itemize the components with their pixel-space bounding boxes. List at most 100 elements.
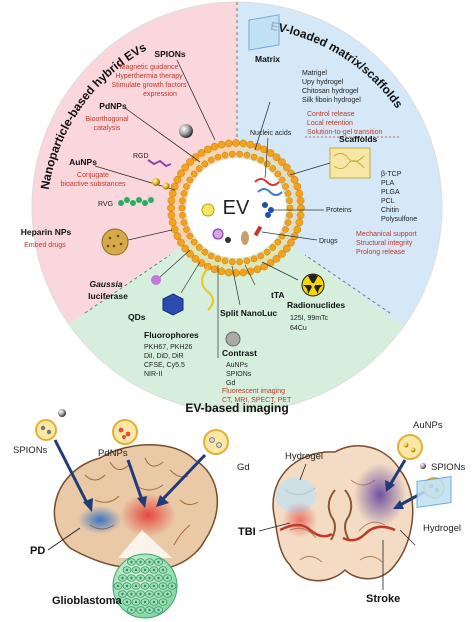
lipid-head xyxy=(217,267,226,276)
scaffold-item: Polysulfone xyxy=(381,216,417,223)
arrow-gd xyxy=(160,453,207,502)
lipid-head xyxy=(181,163,190,172)
lipid-head xyxy=(197,259,206,267)
scaffold-benefit: Structural integrity xyxy=(356,240,413,247)
scaffolds-title: Scaffolds xyxy=(339,134,378,144)
lipid-head xyxy=(224,268,233,277)
lipid-head xyxy=(282,226,289,233)
cell-nucleus xyxy=(130,608,133,612)
lipid-head xyxy=(296,211,305,220)
cell-nucleus xyxy=(125,568,129,572)
gold-particle xyxy=(152,178,160,186)
cell-nucleus xyxy=(148,592,151,596)
section-aunps-label: AuNPs xyxy=(413,420,443,431)
pd-label: PD xyxy=(30,545,45,557)
lipid-head xyxy=(186,232,194,240)
lipid-head xyxy=(269,244,277,251)
lipid-head xyxy=(286,204,294,212)
section-spions-label: SPIONs xyxy=(431,462,466,473)
pdnps-group: PdNPs Bioorthogonal catalysis xyxy=(85,101,201,163)
fluorophores-group: Fluorophores PKH67, PKH26 DiI, DiD, DiR … xyxy=(144,330,199,378)
lipid-head xyxy=(257,252,265,260)
section-title-imaging: EV-based imaging xyxy=(185,401,288,415)
lipid-head xyxy=(203,145,212,154)
cell-nucleus xyxy=(161,568,165,572)
lipid-head xyxy=(177,169,185,178)
lipid-head xyxy=(186,176,194,184)
lipid-head xyxy=(236,258,244,266)
cell-nucleus xyxy=(130,576,133,580)
lipid-head xyxy=(269,165,277,172)
lipid-head xyxy=(190,170,198,178)
contrast-item: AuNPs xyxy=(226,362,248,369)
lipid-head xyxy=(263,160,271,168)
matrix-item: Upy hydrogel xyxy=(302,79,344,86)
ventricles xyxy=(327,489,353,541)
ev-icon xyxy=(203,429,229,455)
rgd-label: RGD xyxy=(133,153,149,160)
lipid-head xyxy=(272,254,281,263)
lipid-head xyxy=(278,232,286,240)
aunps-group: AuNPs Conjugate bioactive substances xyxy=(61,157,176,191)
cell-nucleus xyxy=(143,600,147,604)
brain-pdnps-label: PdNPs xyxy=(98,448,128,459)
ev-vesicle: EV xyxy=(167,139,305,277)
ev-label: EV xyxy=(223,197,250,219)
lipid-head xyxy=(239,139,248,148)
blood-vessels xyxy=(279,523,396,542)
ev-icon xyxy=(397,434,423,460)
lipid-head xyxy=(168,218,177,227)
hydrogel-cube xyxy=(416,476,452,508)
imaging-mode: Fluorescent imaging xyxy=(222,388,285,395)
scaffold-item: PCL xyxy=(381,198,395,205)
tumor-cells xyxy=(113,558,177,614)
lipid-head xyxy=(179,212,186,219)
lipid-head xyxy=(168,189,177,198)
lipid-head xyxy=(295,189,304,198)
gaussia-group: Gaussia luciferase xyxy=(88,249,191,301)
cell-nucleus xyxy=(161,584,165,588)
proteins-label: Proteins xyxy=(326,207,352,214)
protein-dot xyxy=(262,202,268,208)
spion-particle xyxy=(58,409,66,417)
gold-particle xyxy=(162,182,170,190)
lipid-head xyxy=(195,165,203,172)
lipid-head xyxy=(167,196,176,205)
lipid-head xyxy=(201,248,209,256)
cell-nucleus xyxy=(157,560,160,564)
gaussia-label: Gaussia xyxy=(89,279,122,289)
lipid-head xyxy=(293,182,302,191)
cell-nucleus xyxy=(143,584,147,588)
lipid-head xyxy=(178,204,186,212)
cell-nucleus xyxy=(148,608,151,612)
quantum-dot xyxy=(162,293,184,316)
lipid-head xyxy=(183,183,190,190)
nucleic-acids-label: Nucleic acids xyxy=(250,130,292,137)
lipid-head xyxy=(167,204,175,212)
lipid-head xyxy=(274,170,282,178)
sector-imaging xyxy=(32,207,442,412)
lipid-head xyxy=(297,204,305,212)
pdnps-title: PdNPs xyxy=(99,101,127,111)
pdnps-item: catalysis xyxy=(94,125,121,132)
cell-nucleus xyxy=(134,568,138,572)
section-hydrogel-right: Hydrogel xyxy=(423,523,461,534)
contrast-group: Contrast AuNPs SPIONs Gd xyxy=(217,265,257,387)
lipid-head xyxy=(203,262,212,271)
arrow-pdnps xyxy=(126,459,144,501)
cell-nucleus xyxy=(130,560,133,564)
lipid-head xyxy=(180,219,188,226)
lipid-head xyxy=(250,255,258,263)
lipid-head xyxy=(246,140,255,149)
brain-gd-label: Gd xyxy=(237,462,250,473)
cell-nucleus xyxy=(134,584,138,588)
rvg-peptide xyxy=(118,197,154,206)
matrix-item: Chitosan hydrogel xyxy=(302,88,359,95)
split-nanoluc-label: Split NanoLuc xyxy=(220,308,277,318)
lipid-head xyxy=(278,176,286,184)
rna-strand xyxy=(254,178,280,186)
cell-nucleus xyxy=(157,608,160,612)
cell-nucleus xyxy=(157,592,160,596)
lipid-head xyxy=(232,139,240,147)
contrast-item: SPIONs xyxy=(226,371,252,378)
